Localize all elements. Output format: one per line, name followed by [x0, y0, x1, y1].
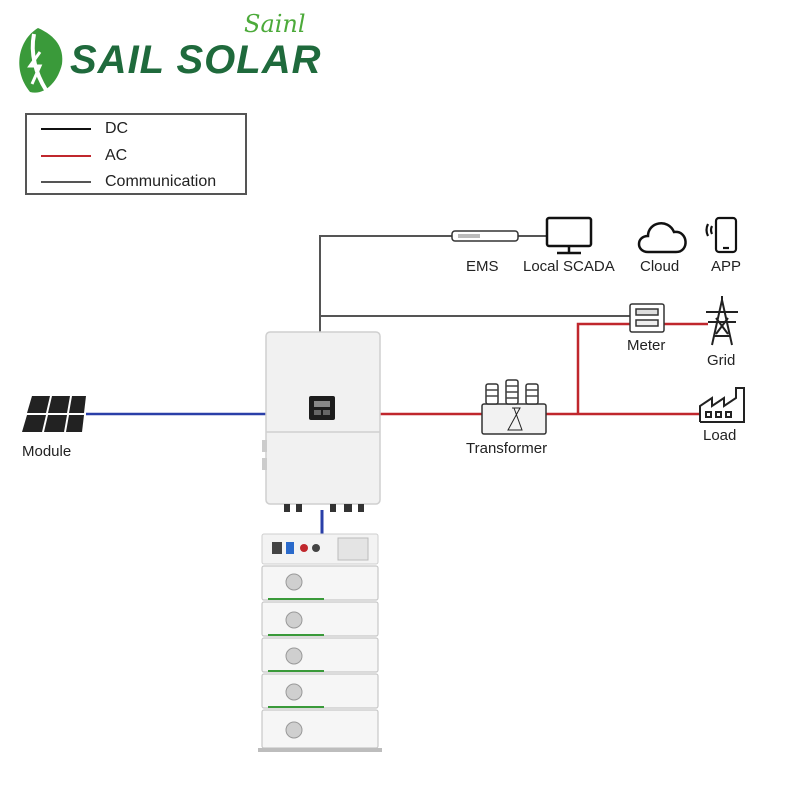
meter-label: Meter — [627, 337, 666, 354]
legend-label-dc: DC — [105, 120, 129, 137]
brand-name: SAIL SOLAR — [70, 38, 322, 82]
cloud-label: Cloud — [640, 258, 680, 275]
legend-label-ac: AC — [105, 147, 128, 164]
grid-label: Grid — [707, 352, 736, 369]
ems-icon — [451, 230, 519, 242]
legend-row-dc: DC — [41, 118, 128, 140]
load-label: Load — [703, 427, 737, 444]
legend-row-ac: AC — [41, 145, 127, 167]
phone-icon — [705, 216, 738, 254]
solar-panel-icon — [22, 396, 86, 432]
legend-label-communication: Communication — [105, 173, 217, 190]
legend-line-dc — [41, 128, 91, 130]
transformer-icon — [481, 379, 547, 435]
legend: DC AC Communication — [25, 113, 247, 195]
meter-icon — [629, 303, 665, 333]
inverter — [262, 331, 381, 512]
transformer-label: Transformer — [466, 440, 548, 457]
legend-row-communication: Communication — [41, 171, 216, 193]
legend-line-ac — [41, 155, 91, 157]
app-label: APP — [711, 258, 742, 275]
brand-script: Sainl — [244, 10, 306, 38]
factory-icon — [699, 387, 745, 423]
monitor-icon — [545, 216, 593, 255]
legend-line-communication — [41, 181, 91, 183]
cloud-icon — [637, 222, 687, 254]
module-label: Module — [22, 443, 72, 460]
local-scada-label: Local SCADA — [523, 258, 615, 275]
pylon-icon — [706, 296, 738, 346]
ac-lines — [380, 322, 708, 416]
communication-lines — [319, 235, 630, 332]
battery-stack — [258, 533, 382, 752]
ems-label: EMS — [466, 258, 499, 275]
